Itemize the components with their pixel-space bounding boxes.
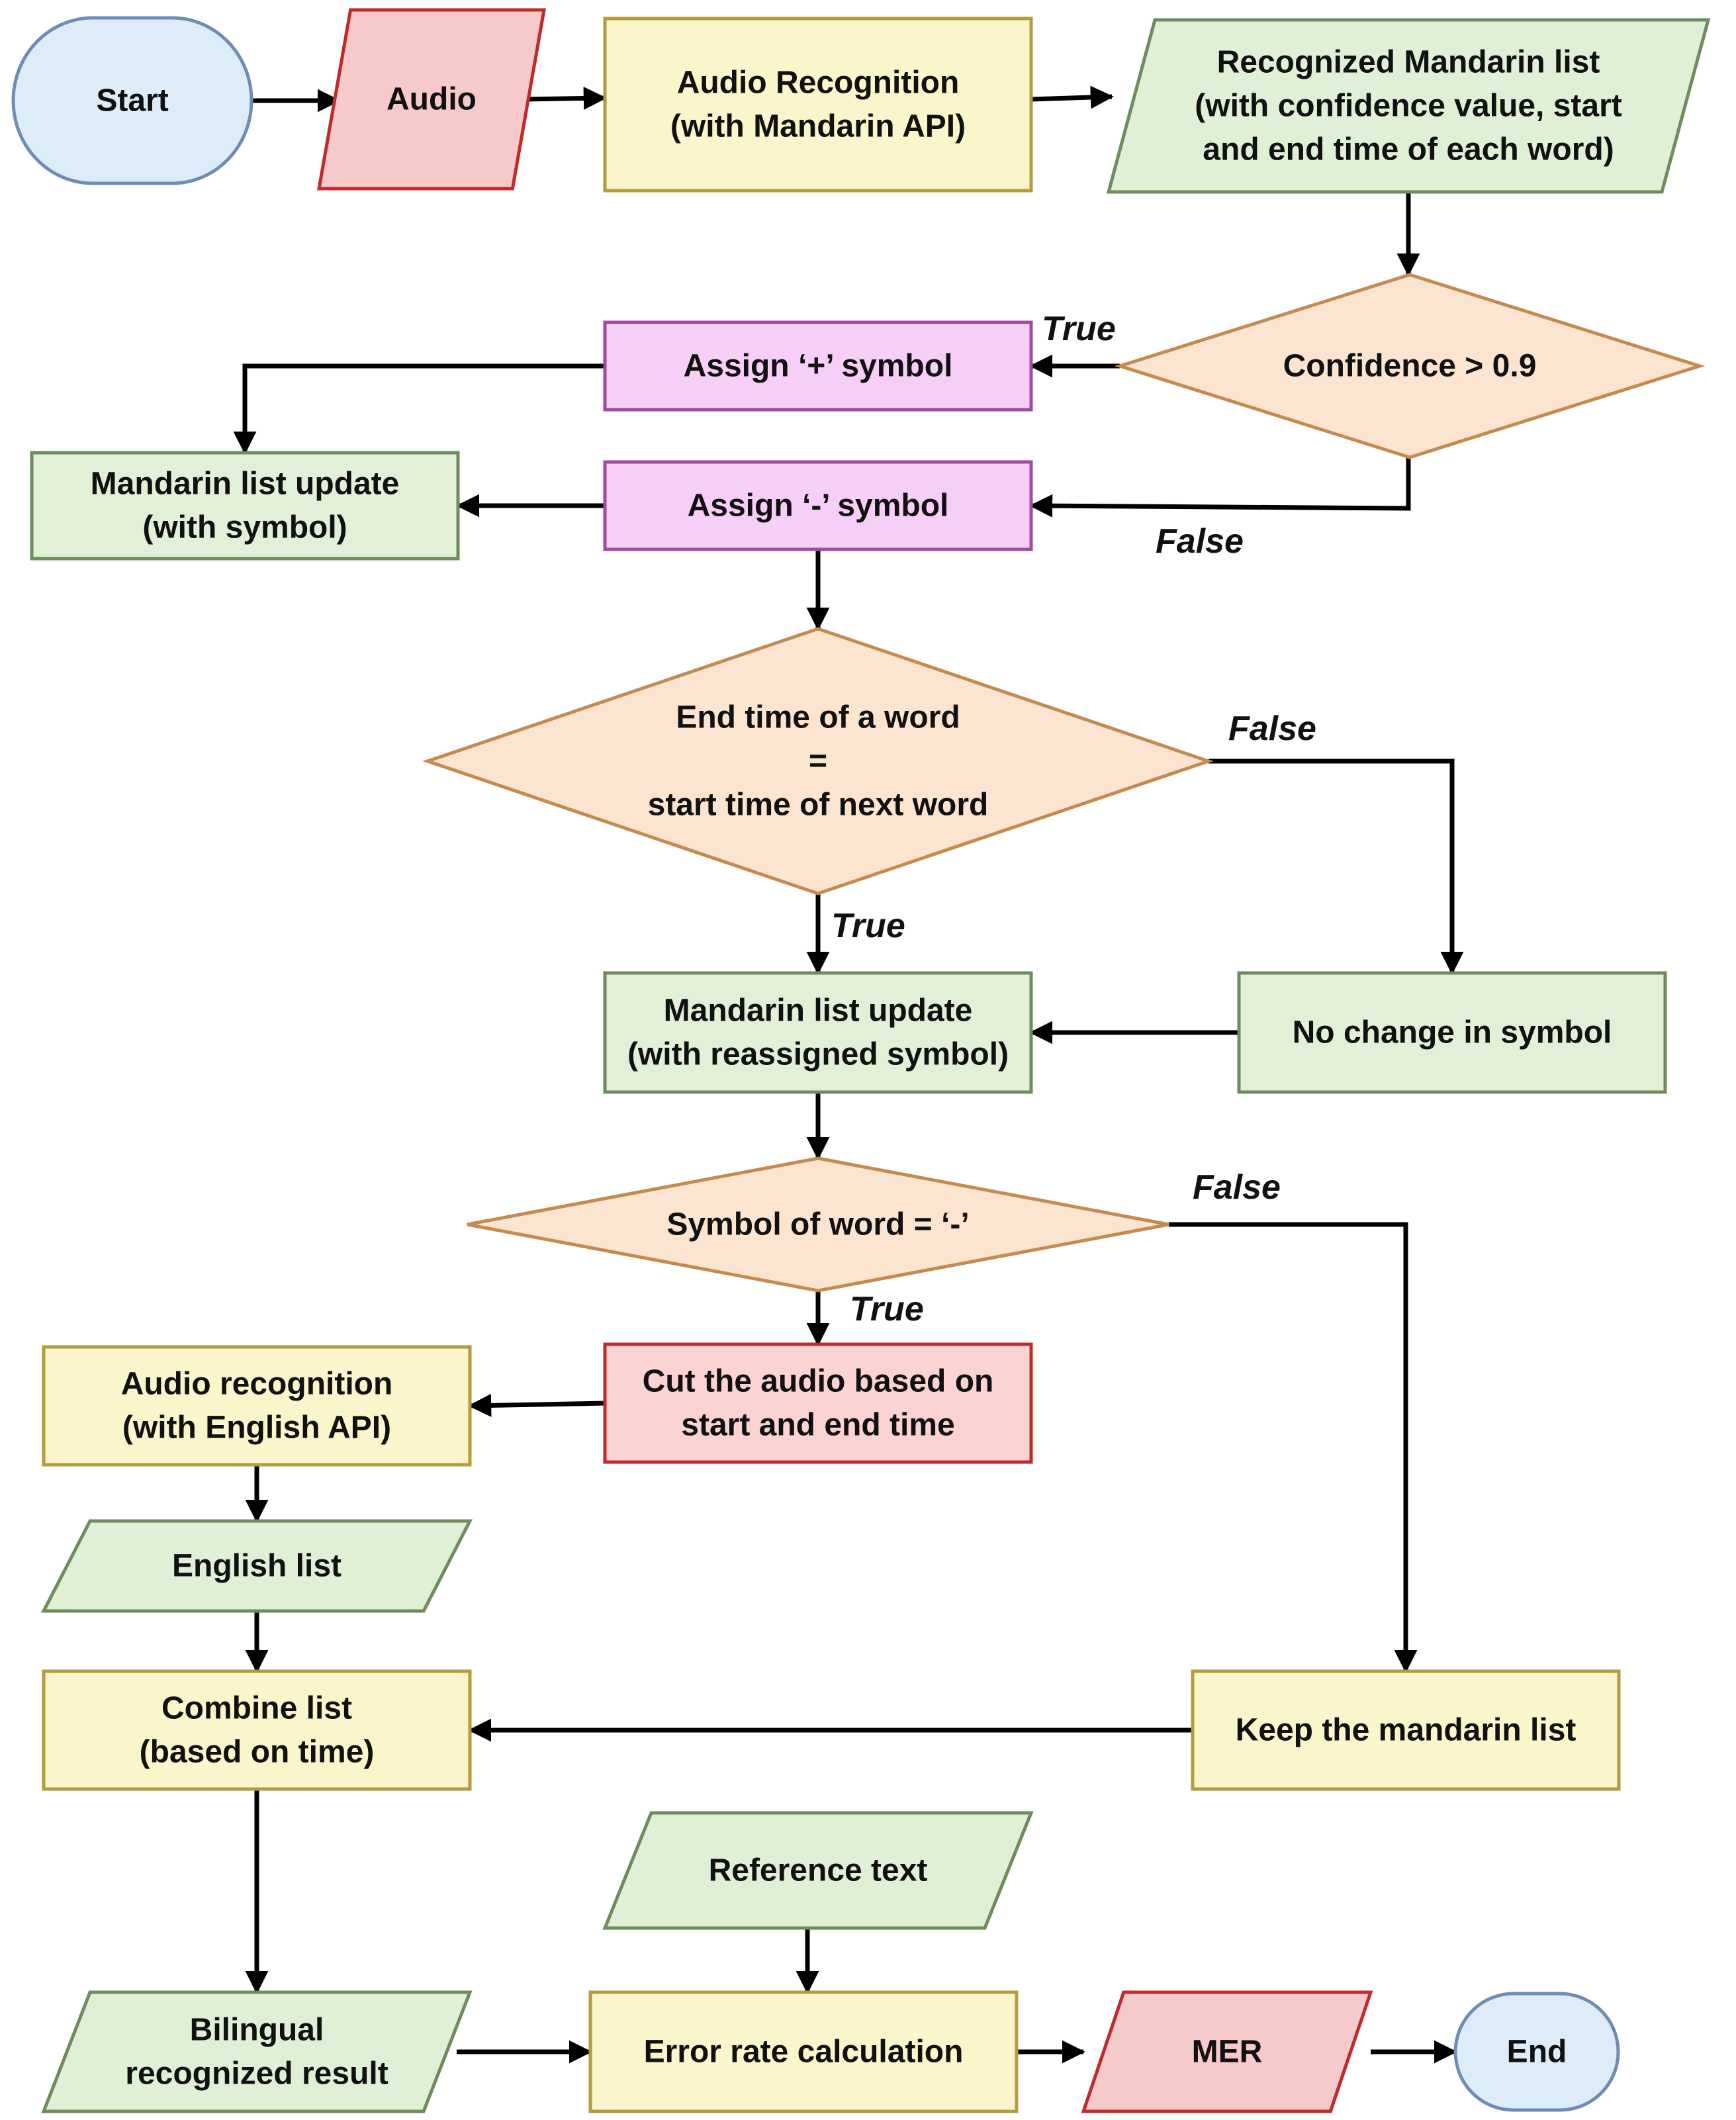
end-time-check-shape (422, 627, 1214, 896)
assign-plus-node: Assign ‘+’ symbol (603, 320, 1033, 412)
audio-recognition-mandarin-shape (603, 17, 1033, 193)
no-change-symbol-node: No change in symbol (1237, 971, 1667, 1094)
bilingual-result-label: Bilingual (190, 2013, 324, 2048)
connector-symbol-false-to-keep-mandarin (1169, 1222, 1418, 1673)
mer-shape (1081, 1990, 1373, 2113)
symbol-check-node: Symbol of word = ‘-’ (467, 1156, 1169, 1293)
assign-minus-shape (603, 460, 1033, 551)
assign-minus-label: Assign ‘-’ symbol (688, 488, 949, 524)
reference-text-shape (602, 1811, 1034, 1930)
end-shape (1453, 1992, 1620, 2112)
mer-node: MER (1081, 1990, 1373, 2113)
connector-audio-to-recognition (522, 87, 607, 111)
cut-audio-label: Cut the audio based on (643, 1364, 994, 1399)
keep-mandarin-list-label: Keep the mandarin list (1236, 1713, 1576, 1748)
reference-text-label: Reference text (709, 1853, 928, 1888)
symbol-check-shape (467, 1156, 1169, 1293)
cut-audio-shape (603, 1342, 1033, 1464)
assign-plus-label: Assign ‘+’ symbol (684, 349, 953, 384)
no-change-symbol-shape (1237, 971, 1667, 1094)
mandarin-list-update-reassigned-label: (with reassigned symbol) (627, 1037, 1009, 1072)
reference-text-node: Reference text (602, 1811, 1034, 1930)
connectors (233, 85, 1464, 2064)
audio-shape (317, 8, 546, 191)
confidence-false-label: False (1156, 522, 1244, 561)
mandarin-list-update-reassigned-shape (603, 971, 1033, 1094)
combine-list-node: Combine list (based on time) (42, 1669, 472, 1791)
symbol-false-label: False (1193, 1168, 1281, 1207)
assign-minus-node: Assign ‘-’ symbol (603, 460, 1033, 551)
no-change-symbol-label: No change in symbol (1293, 1015, 1612, 1050)
audio-recognition-english-label: (with English API) (122, 1410, 391, 1446)
bilingual-result-shape (41, 1990, 473, 2113)
end-node: End (1453, 1992, 1620, 2112)
keep-mandarin-list-shape (1191, 1669, 1621, 1791)
english-list-shape (40, 1519, 473, 1613)
mandarin-list-update-symbol-label: Mandarin list update (91, 467, 400, 502)
assign-plus-shape (603, 320, 1033, 412)
end-time-true-label: True (831, 907, 905, 945)
cut-audio-label: start and end time (681, 1408, 954, 1443)
combine-list-label: (based on time) (140, 1735, 375, 1770)
symbol-true-label: True (850, 1290, 924, 1328)
end-time-check-label: start time of next word (648, 788, 989, 823)
mandarin-list-update-reassigned-label: Mandarin list update (664, 993, 973, 1029)
audio-label: Audio (387, 82, 477, 117)
confidence-check-label: Confidence > 0.9 (1283, 349, 1537, 384)
nodes: Start Audio Audio Recognition (with Mandari… (11, 8, 1711, 2113)
end-time-check-label: End time of a word (676, 700, 960, 735)
connector-assign-plus-to-list-update (233, 363, 605, 455)
mandarin-list-update-symbol-node: Mandarin list update (with symbol) (30, 451, 460, 561)
error-rate-calculation-label: Error rate calculation (644, 2035, 964, 2070)
start-node: Start (11, 16, 253, 185)
bilingual-result-label: recognized result (125, 2056, 388, 2092)
mandarin-list-update-symbol-label: (with symbol) (142, 510, 347, 545)
cut-audio-node: Cut the audio based on start and end time (603, 1342, 1033, 1464)
keep-mandarin-list-node: Keep the mandarin list (1191, 1669, 1621, 1791)
error-rate-calculation-node: Error rate calculation (588, 1990, 1019, 2113)
combine-list-shape (42, 1669, 472, 1791)
english-list-node: English list (40, 1519, 473, 1613)
error-rate-calculation-shape (588, 1990, 1019, 2113)
symbol-check-label: Symbol of word = ‘-’ (666, 1207, 969, 1242)
audio-recognition-english-shape (42, 1345, 472, 1467)
connector-end-time-false-to-no-change (1209, 759, 1464, 975)
connector-cut-audio-to-english-recognition (468, 1393, 606, 1417)
connector-recognition-to-mandarin-list (1030, 85, 1114, 109)
mandarin-list-update-reassigned-node: Mandarin list update (with reassigned sym… (603, 971, 1033, 1094)
start-label: Start (96, 83, 168, 118)
audio-recognition-mandarin-label: Audio Recognition (677, 66, 960, 101)
recognized-mandarin-list-label: (with confidence value, start (1195, 89, 1622, 124)
recognized-mandarin-list-node: Recognized Mandarin list (with confidence… (1106, 18, 1711, 194)
mandarin-list-update-symbol-shape (30, 451, 460, 561)
audio-node: Audio (317, 8, 546, 191)
audio-recognition-mandarin-node: Audio Recognition (with Mandarin API) (603, 17, 1033, 193)
confidence-check-node: Confidence > 0.9 (1114, 273, 1706, 459)
end-label: End (1507, 2035, 1567, 2070)
start-shape (11, 16, 253, 185)
recognized-mandarin-list-shape (1106, 18, 1711, 194)
mer-label: MER (1192, 2035, 1263, 2070)
recognized-mandarin-list-label: Recognized Mandarin list (1217, 45, 1600, 80)
audio-recognition-mandarin-label: (with Mandarin API) (670, 109, 966, 144)
bilingual-result-node: Bilingual recognized result (41, 1990, 473, 2113)
end-time-check-node: End time of a word = start time of next wo… (422, 627, 1214, 896)
confidence-true-label: True (1042, 310, 1116, 348)
end-time-check-label: = (809, 744, 827, 779)
english-list-label: English list (172, 1549, 342, 1584)
connector-confidence-false-to-assign-minus (1029, 457, 1411, 518)
confidence-check-shape (1114, 273, 1706, 459)
recognized-mandarin-list-label: and end time of each word) (1203, 132, 1614, 167)
combine-list-label: Combine list (161, 1691, 352, 1726)
audio-recognition-english-node: Audio recognition (with English API) (42, 1345, 472, 1467)
audio-recognition-english-label: Audio recognition (121, 1367, 393, 1402)
end-time-false-label: False (1228, 710, 1316, 748)
